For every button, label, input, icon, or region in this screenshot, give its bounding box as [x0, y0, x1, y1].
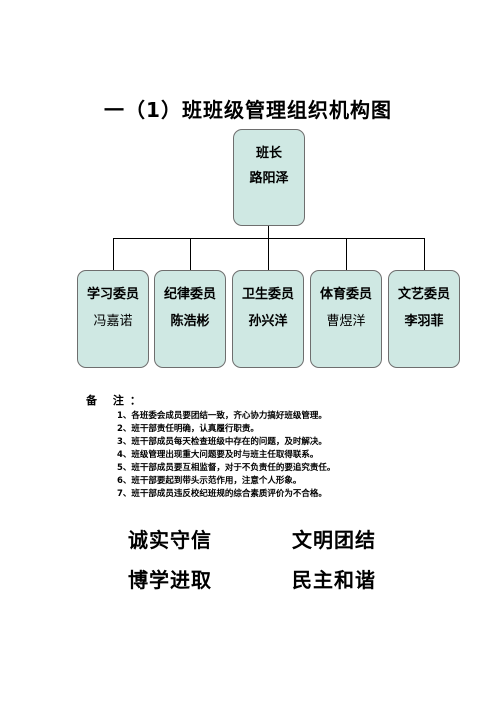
note-item: 2、班干部责任明确，认真履行职责。 [117, 424, 259, 434]
notes-list: 1、各班委会成员要团结一致，齐心协力搞好班级管理。 2、班干部责任明确，认真履行… [117, 410, 335, 501]
org-member-box: 纪律委员 陈浩彬 [154, 270, 226, 368]
org-head-box: 班长 路阳泽 [233, 129, 305, 226]
slogan: 博学进取 [128, 568, 212, 592]
org-member-box: 体育委员 曹煜洋 [310, 270, 382, 368]
org-member-box: 卫生委员 孙兴洋 [232, 270, 304, 368]
slogan: 民主和谐 [292, 568, 376, 592]
slogan: 诚实守信 [128, 528, 212, 552]
member-name: 曹煜洋 [326, 314, 366, 329]
member-role: 卫生委员 [241, 287, 294, 302]
notes-title: 备 注： [86, 394, 147, 407]
member-role: 学习委员 [86, 287, 139, 302]
note-item: 6、班干部要起到带头示范作用，注意个人形象。 [117, 476, 302, 486]
org-member-box: 文艺委员 李羽菲 [388, 270, 460, 368]
note-item: 3、班干部成员每天检查班级中存在的问题，及时解决。 [117, 437, 327, 447]
note-item: 4、班级管理出现重大问题要及时与班主任取得联系。 [117, 450, 319, 460]
connector-trunk [268, 226, 269, 239]
page-title: 一（1）班班级管理组织机构图 [104, 98, 392, 122]
connector-branch-5 [424, 238, 425, 270]
connector-horizontal [113, 238, 425, 239]
connector-branch-1 [113, 238, 114, 270]
note-item: 7、班干部成员违反校纪班规的综合素质评价为不合格。 [117, 489, 327, 499]
note-item: 1、各班委会成员要团结一致，齐心协力搞好班级管理。 [117, 411, 327, 421]
member-role: 体育委员 [319, 287, 372, 302]
member-name: 李羽菲 [404, 314, 444, 329]
member-name: 孙兴洋 [248, 314, 288, 329]
connector-branch-2 [190, 238, 191, 270]
connector-branch-4 [346, 238, 347, 270]
member-name: 陈浩彬 [170, 314, 210, 329]
slogan: 文明团结 [292, 528, 376, 552]
member-role: 文艺委员 [397, 287, 450, 302]
head-name: 路阳泽 [249, 171, 289, 186]
note-item: 5、班干部成员要互相监督，对于不负责任的要追究责任。 [117, 463, 336, 473]
head-role: 班长 [255, 146, 282, 161]
org-member-box: 学习委员 冯嘉诺 [77, 270, 149, 368]
member-role: 纪律委员 [163, 287, 216, 302]
connector-branch-3 [268, 238, 269, 270]
member-name: 冯嘉诺 [93, 314, 133, 329]
